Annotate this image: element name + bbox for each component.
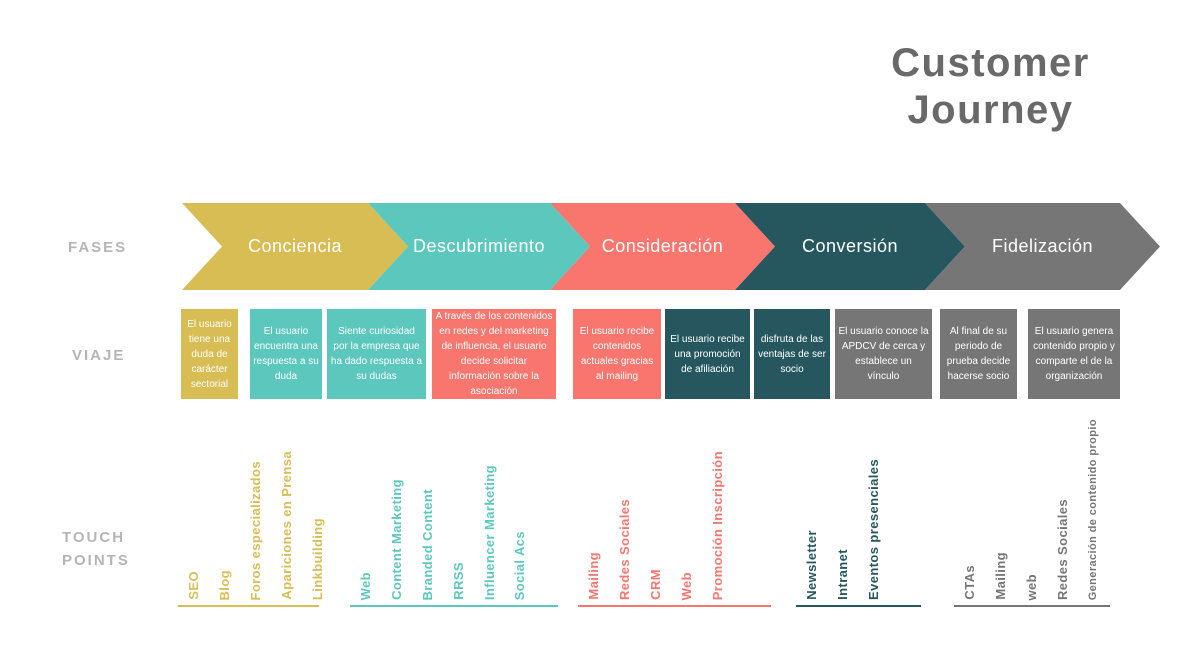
phase-arrow: Consideración [550,203,775,290]
journey-box-text: disfruta de las ventajas de ser socio [758,333,826,375]
touchpoint-item: Promoción Inscripción [709,450,725,600]
touchpoint-item: Mailing [586,552,601,600]
journey-box: El usuario recibe una promoción de afili… [665,309,750,399]
touchpoint-group: CTAs Mailing web Redes Sociales Generación d… [954,397,1110,607]
phase-arrow-label: Fidelización [991,236,1094,256]
touchpoint-item: Web [358,571,373,600]
touchpoint-item: Generación de contenido propio [1086,418,1099,600]
touchpoint-item: Foros especializados [247,460,263,601]
row-label-touch-points: TOUCH POINTS [62,529,130,569]
journey-box-text: El usuario recibe una promoción de afili… [670,333,745,375]
touchpoint-group: SEO Blog Foros especializados Apariciones e… [178,397,325,607]
row-label-viaje: VIAJE [72,347,126,364]
journey-box: Al final de su periodo de prueba decide … [940,309,1017,399]
journey-box-text: Al final de su periodo de prueba decide … [946,326,1011,382]
touchpoint-item: Eventos presenciales [865,459,881,600]
journey-box-text: A través de los contenidos en redes y de… [435,311,553,397]
journey-box: El usuario conoce la APDCV de cerca y es… [835,309,932,399]
row-label-fases: FASES [68,239,128,256]
touchpoint-item: Linkbuilding [309,517,325,600]
touchpoint-item: Content Marketing [388,479,404,600]
touchpoint-item: CRM [647,569,663,600]
phase-arrow-label: Consideración [601,236,724,256]
touchpoint-item: Newsletter [804,530,819,600]
touchpoint-item: Redes Sociales [1054,499,1070,600]
touchpoint-item: Redes Sociales [616,499,632,600]
journey-box: A través de los contenidos en redes y de… [432,309,556,399]
touchpoint-item: Social Acs [512,530,528,600]
journey-box: El usuario genera contenido propio y com… [1028,309,1120,399]
journey-box: El usuario recibe contenidos actuales gr… [573,309,661,399]
journey-box-text: El usuario tiene una duda de carácter se… [187,318,232,390]
phase-arrow-label: Conversión [801,236,899,256]
touchpoint-item: Intranet [834,549,850,600]
journey-box-text: El usuario genera contenido propio y com… [1033,326,1115,382]
touchpoint-item: Web [678,571,694,600]
touchpoint-group: Newsletter Intranet Eventos presenciales [796,397,921,607]
journey-box-text: El usuario conoce la APDCV de cerca y es… [838,326,929,382]
touchpoint-item: Blog [216,569,232,600]
journey-box: disfruta de las ventajas de ser socio [754,309,830,399]
journey-box: El usuario tiene una duda de carácter se… [181,309,238,399]
page-title: Customer Journey [891,41,1090,133]
touchpoint-item: SEO [186,571,201,600]
journey-box: El usuario encuentra una respuesta a su … [250,309,322,399]
journey-box-text: El usuario recibe contenidos actuales gr… [579,326,655,382]
journey-box-text: Siente curiosidad por la empresa que ha … [330,326,423,382]
touchpoint-item: CTAs [962,565,977,600]
touchpoint-item: Mailing [992,552,1008,600]
phase-arrow-label: Descubrimiento [412,236,546,256]
touchpoint-item: Influencer Marketing [481,464,497,600]
touchpoint-item: web [1023,573,1039,600]
touchpoint-item: RRSS [450,562,466,600]
journey-box: Siente curiosidad por la empresa que ha … [327,309,426,399]
phase-arrow-label: Conciencia [247,236,343,256]
touchpoint-item: Branded Content [419,488,435,600]
touchpoint-item: Apariciones en Prensa [278,451,294,600]
phases-row: Conciencia Descubrimiento Consideración Con… [182,203,1160,290]
journey-box-text: El usuario encuentra una respuesta a su … [253,326,319,382]
